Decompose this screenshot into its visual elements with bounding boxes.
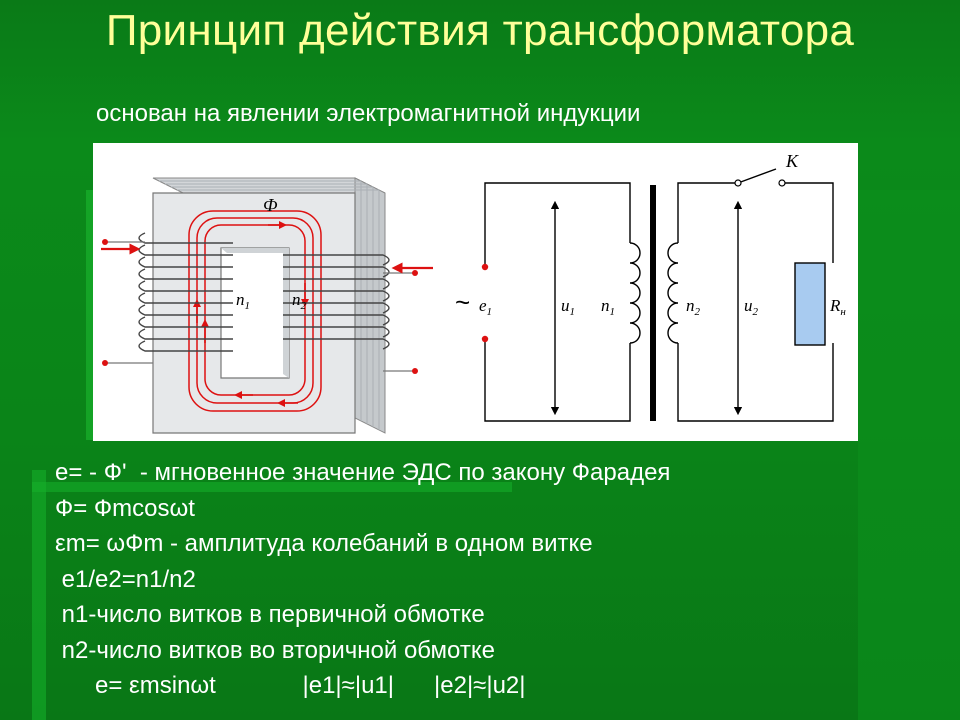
switch-contacts — [734, 179, 786, 187]
transformer-illustration: Ф n1 n2 — [101, 151, 846, 434]
slide-subtitle: основан на явлении электромагнитной инду… — [96, 100, 641, 127]
load-label: Rн — [829, 296, 846, 318]
slide-title: Принцип действия трансформатора — [105, 6, 855, 55]
source-symbol: ~ — [455, 287, 470, 317]
circuit-schematic — [484, 168, 834, 422]
u2-label: u2 — [744, 296, 759, 318]
n1-label: n1 — [601, 296, 615, 318]
bg-stripe-left-upper — [86, 190, 93, 440]
bg-stripe-left — [32, 470, 46, 720]
formula-line: n1-число витков в первичной обмотке — [55, 601, 485, 628]
formula-line: εm= ωФm - амплитуда колебаний в одном ви… — [55, 530, 593, 557]
core-n1-label: n1 — [236, 290, 250, 312]
formula-line: e= - Ф' - мгновенное значение ЭДС по зак… — [55, 459, 671, 486]
switch-label: K — [785, 151, 799, 171]
flux-label: Ф — [263, 195, 278, 215]
formula-line: e= εmsinωt |e1|≈|u1| |e2|≈|u2| — [55, 672, 526, 699]
transformer-diagram: Ф n1 n2 — [93, 143, 858, 441]
circuit-terminals — [481, 263, 489, 343]
formula-list: e= - Ф' - мгновенное значение ЭДС по зак… — [55, 455, 915, 704]
n2-label: n2 — [686, 296, 701, 318]
load-resistor — [794, 262, 826, 346]
formula-line: e1/e2=n1/n2 — [55, 565, 196, 593]
e1-label: e1 — [479, 296, 492, 318]
formula-line: n2-число витков во вторичной обмотке — [55, 636, 495, 664]
core-drawing — [101, 177, 433, 434]
formula-line: Ф= Фmcosωt — [55, 494, 195, 522]
core-n2-label: n2 — [292, 290, 307, 312]
u1-label: u1 — [561, 296, 575, 318]
